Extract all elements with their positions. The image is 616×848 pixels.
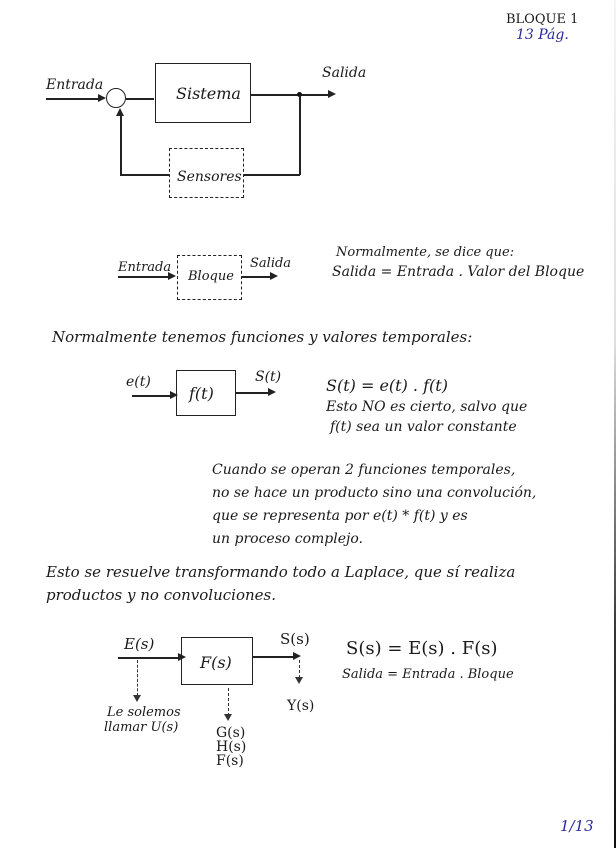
input-line (132, 395, 172, 397)
arrow-down-icon (295, 677, 303, 684)
arrow-right-icon (170, 391, 178, 399)
note-line-3: que se representa por e(t) * f(t) y es (212, 508, 468, 524)
note-line-2: productos y no convoluciones. (46, 586, 276, 604)
summing-junction (106, 88, 126, 108)
output-label: Salida (322, 65, 367, 81)
bloque-block (177, 255, 242, 300)
output-line (251, 94, 331, 96)
output-alias: Y(s) (287, 698, 315, 714)
block-alias-2: H(s) (216, 739, 247, 755)
output-line (236, 392, 270, 394)
scan-edge (614, 0, 616, 848)
input-line (46, 98, 102, 100)
equation: S(t) = e(t) . f(t) (326, 376, 448, 395)
arrow-up-icon (116, 108, 124, 116)
arrow-down-icon (133, 695, 141, 702)
block-label: F(s) (200, 653, 232, 672)
arrow-right-icon (293, 652, 301, 660)
arrow-right-icon (168, 272, 176, 280)
arrow-right-icon (178, 653, 186, 661)
equation: S(s) = E(s) . F(s) (346, 638, 498, 659)
fs-block (181, 637, 253, 685)
feedback-to-sensor-line (244, 174, 300, 176)
equation-words: Salida = Entrada . Bloque (342, 667, 514, 682)
arrow-right-icon (98, 94, 106, 102)
note-line-1: Esto se resuelve transformando todo a La… (46, 563, 516, 581)
sensor-to-junction-line (120, 174, 169, 176)
input-alias-dash (137, 660, 138, 696)
branch-point (297, 92, 302, 97)
output-alias-dash (299, 660, 300, 678)
block-label: f(t) (189, 384, 214, 403)
output-label: Salida (250, 256, 292, 271)
block-alias-1: G(s) (216, 725, 246, 741)
page-number: 1/13 (560, 817, 594, 835)
input-label: Entrada (118, 260, 172, 275)
arrow-right-icon (268, 388, 276, 396)
arrow-right-icon (270, 272, 278, 280)
note-line-2: Salida = Entrada . Valor del Bloque (332, 264, 585, 280)
system-label: Sistema (176, 84, 241, 103)
input-label: E(s) (124, 635, 155, 653)
output-label: S(t) (255, 369, 282, 385)
output-line (253, 656, 295, 658)
feedback-up-line (120, 116, 122, 175)
note-line-2: no se hace un producto sino una convoluc… (212, 485, 537, 501)
input-line (118, 657, 180, 659)
section-heading: Normalmente tenemos funciones y valores … (52, 328, 473, 346)
feedback-down-line (299, 95, 301, 175)
note-line-4: un proceso complejo. (212, 531, 363, 547)
output-line (242, 276, 272, 278)
block-alias-3: F(s) (216, 753, 244, 769)
input-alias-line-2: llamar U(s) (104, 720, 179, 735)
input-line (118, 276, 170, 278)
junction-to-system-line (126, 98, 154, 100)
input-alias-line-1: Le solemos (107, 705, 181, 720)
sensor-block (169, 148, 244, 198)
block-label: Bloque (188, 269, 234, 284)
sensor-label: Sensores (177, 169, 242, 185)
note-line-1: Normalmente, se dice que: (336, 245, 515, 260)
block-title: BLOQUE 1 (506, 12, 579, 27)
block-alias-dash (228, 688, 229, 716)
note-line-2: f(t) sea un valor constante (330, 419, 517, 435)
output-label: S(s) (280, 630, 310, 648)
page-count: 13 Pág. (516, 27, 569, 43)
note-line-1: Esto NO es cierto, salvo que (326, 399, 528, 415)
input-label: e(t) (126, 374, 151, 390)
arrow-right-icon (328, 90, 336, 98)
arrow-down-icon (224, 714, 232, 721)
input-label: Entrada (46, 77, 104, 93)
system-block (155, 63, 251, 123)
note-line-1: Cuando se operan 2 funciones temporales, (212, 462, 516, 478)
ft-block (176, 370, 236, 416)
